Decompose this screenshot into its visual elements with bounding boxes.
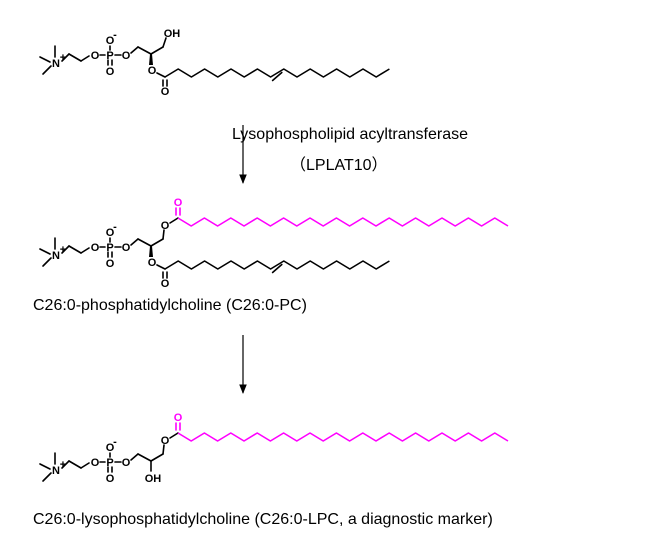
oxygen-atom: O [174,412,183,424]
oxygen-atom: O [161,278,170,290]
bond [156,72,166,78]
cis-double-bond [271,71,283,82]
positive-charge: + [60,52,66,64]
oxygen-atom: O [122,50,131,62]
methyl-bond [39,56,51,63]
wedge-bond [149,54,153,65]
bond [150,453,164,462]
hydroxyl-group: OH [145,473,162,485]
oxygen-atom: O [122,242,131,254]
bond [61,245,70,254]
oxygen-atom: O [122,457,131,469]
bond [156,264,166,270]
oxygen-atom: O [106,227,115,239]
bond [68,53,82,62]
oxygen-atom: O [106,35,115,47]
oxygen-atom: O [148,65,157,77]
bond [169,217,179,224]
bond [61,460,70,469]
oxygen-atom: O [161,86,170,98]
acyl-chain [177,432,509,442]
lpc-label: C26:0-lysophosphatidylcholine (C26:0-LPC… [33,511,493,528]
bond [150,238,164,247]
positive-charge: + [60,459,66,471]
oxygen-atom: O [174,197,183,209]
bond [80,462,90,469]
pc-label: C26:0-phosphatidylcholine (C26:0-PC) [33,297,307,314]
bond [137,46,152,55]
methyl-bond [42,65,52,75]
bond [130,46,139,54]
phosphorus-atom: P [106,242,113,254]
oxygen-atom: O [161,220,170,232]
oxygen-atom: O [106,258,115,270]
bond [137,453,152,462]
acyl-chain [164,260,390,270]
bond [68,245,82,254]
bond [137,238,152,247]
hydroxyl-group: OH [164,28,181,40]
oxygen-atom: O [161,435,170,447]
negative-charge: - [113,436,117,448]
bond [169,432,179,439]
bond [80,247,90,254]
cis-double-bond [271,263,283,274]
oxygen-atom: O [148,257,157,269]
positive-charge: + [60,244,66,256]
wedge-bond [149,246,153,257]
bond [68,460,82,469]
nitrogen-atom: N [52,58,60,70]
methyl-bond [39,248,51,255]
methyl-bond [42,257,52,267]
bond [61,53,70,62]
bond [130,453,139,461]
phosphorus-atom: P [106,50,113,62]
nitrogen-atom: N [52,250,60,262]
bond [162,229,165,240]
enzyme-abbreviation: （LPLAT10） [290,157,388,174]
bond [162,37,167,48]
enzyme-name: Lysophospholipid acyltransferase [232,126,468,143]
oxygen-atom: O [91,457,100,469]
bond [150,46,164,55]
acyl-chain [177,217,509,227]
oxygen-atom: O [106,66,115,78]
phosphorus-atom: P [106,457,113,469]
methyl-bond [42,472,52,482]
nitrogen-atom: N [52,465,60,477]
acyl-chain [164,68,390,78]
negative-charge: - [113,29,117,41]
oxygen-atom: O [106,442,115,454]
bond [162,444,165,455]
bond [130,238,139,246]
bond [80,55,90,62]
oxygen-atom: O [106,473,115,485]
oxygen-atom: O [91,242,100,254]
negative-charge: - [113,221,117,233]
methyl-bond [39,463,51,470]
oxygen-atom: O [91,50,100,62]
